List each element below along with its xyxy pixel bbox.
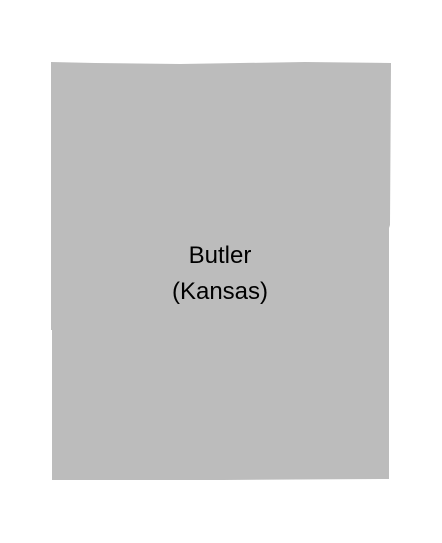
county-label: Butler (Kansas) [120,238,320,310]
state-name-label: (Kansas) [171,278,269,305]
county-name-label: Butler [188,242,252,269]
county-shape-butler [51,62,391,480]
